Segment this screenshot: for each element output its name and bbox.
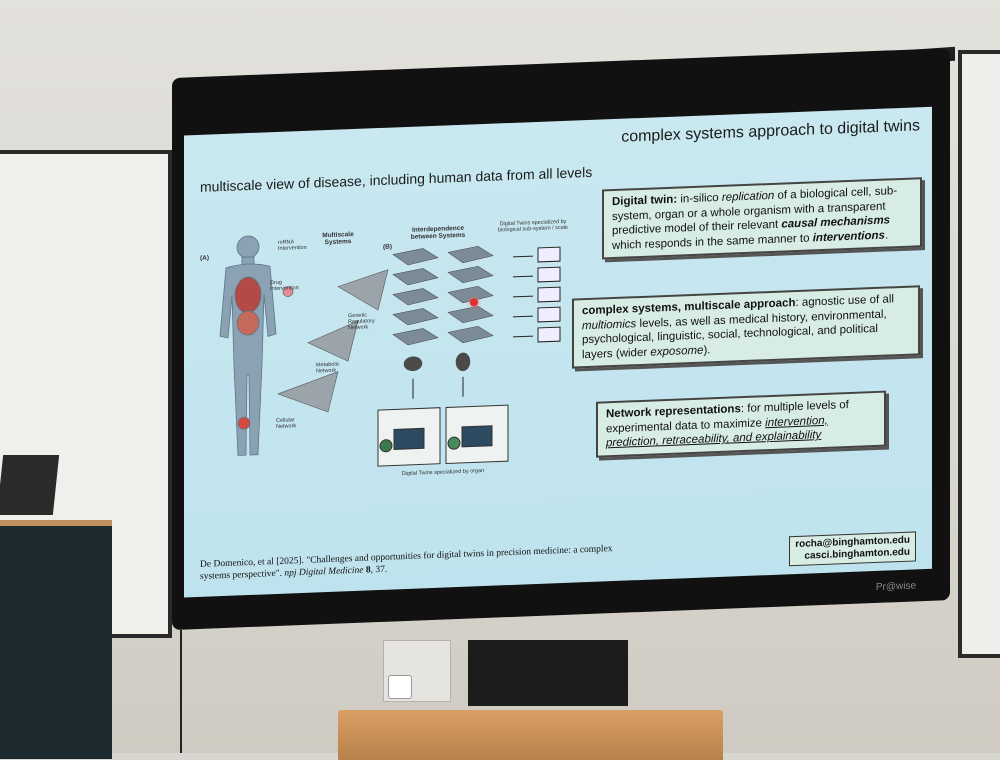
monitor-brand-logo: Pr@wise <box>875 580 916 593</box>
box2-text-3: ). <box>703 343 711 357</box>
mrna-label: mRNA Intervention <box>278 239 307 252</box>
subsystem-twin-monitors <box>412 246 561 399</box>
citation-reference: De Domenico, et al [2025]. "Challenges a… <box>200 543 620 583</box>
layered-network-stacks <box>392 245 494 372</box>
box1-em-3: interventions <box>812 229 885 244</box>
multiscale-systems-label: Multiscale Systems <box>322 231 354 247</box>
reference-volume: 8 <box>363 565 371 576</box>
multiscale-cone-icons <box>277 269 389 413</box>
figure-multiscale-digital-twins: (A) (B) Multiscale Systems Interdependen… <box>198 202 588 507</box>
network-representations-box: Network representations: for multiple le… <box>596 390 886 458</box>
interdependence-label: Interdependence between Systems <box>410 224 466 241</box>
box2-text-2: levels, as well as medical history, envi… <box>582 308 887 361</box>
box1-text-4: . <box>884 228 889 242</box>
wall-socket-plate <box>383 640 451 702</box>
power-socket-icon <box>388 675 412 699</box>
organ-twin-panels <box>377 404 509 467</box>
laptop <box>0 455 60 515</box>
drug-label: Drug Intervention <box>270 279 299 293</box>
complex-systems-box: complex systems, multiscale approach: ag… <box>572 285 920 369</box>
box1-text-1: in-silico <box>677 191 722 206</box>
human-body-icon <box>219 235 277 456</box>
box1-em-2: causal mechanisms <box>781 214 891 231</box>
box2-text-1: : agnostic use of all <box>795 293 894 310</box>
reference-authors: De Domenico, et al [2025]. "Challenges a… <box>200 544 613 582</box>
cellular-label: Cellular Network <box>276 417 297 431</box>
right-whiteboard <box>958 50 1000 658</box>
reference-pages: , 37. <box>370 564 388 576</box>
box1-lead: Digital twin: <box>612 193 678 209</box>
presentation-slide: complex systems approach to digital twin… <box>184 106 932 598</box>
contact-box: rocha@binghamton.edu casci.binghamton.ed… <box>789 531 916 567</box>
podium <box>0 520 112 759</box>
figure-label-a: (A) <box>200 254 210 262</box>
figure-illustration <box>219 235 561 467</box>
cable <box>180 630 182 753</box>
slide-subtitle: multiscale view of disease, including hu… <box>200 163 593 195</box>
box2-em-1: multiomics <box>582 317 637 332</box>
monitor-stand <box>468 640 628 706</box>
figure-label-b: (B) <box>383 243 393 251</box>
metabolic-label: Metabolic Network <box>316 361 340 375</box>
box1-em-1: replication <box>721 189 775 204</box>
slide-title: complex systems approach to digital twin… <box>621 117 920 146</box>
digital-twin-box: Digital twin: in-silico replication of a… <box>602 177 922 260</box>
box2-em-2: exposome <box>650 344 704 359</box>
desk <box>338 710 723 760</box>
reference-journal: npj Digital Medicine <box>284 565 364 579</box>
grn-label: Genetic Regulatory Network <box>348 312 375 332</box>
display-monitor: complex systems approach to digital twin… <box>172 48 950 631</box>
